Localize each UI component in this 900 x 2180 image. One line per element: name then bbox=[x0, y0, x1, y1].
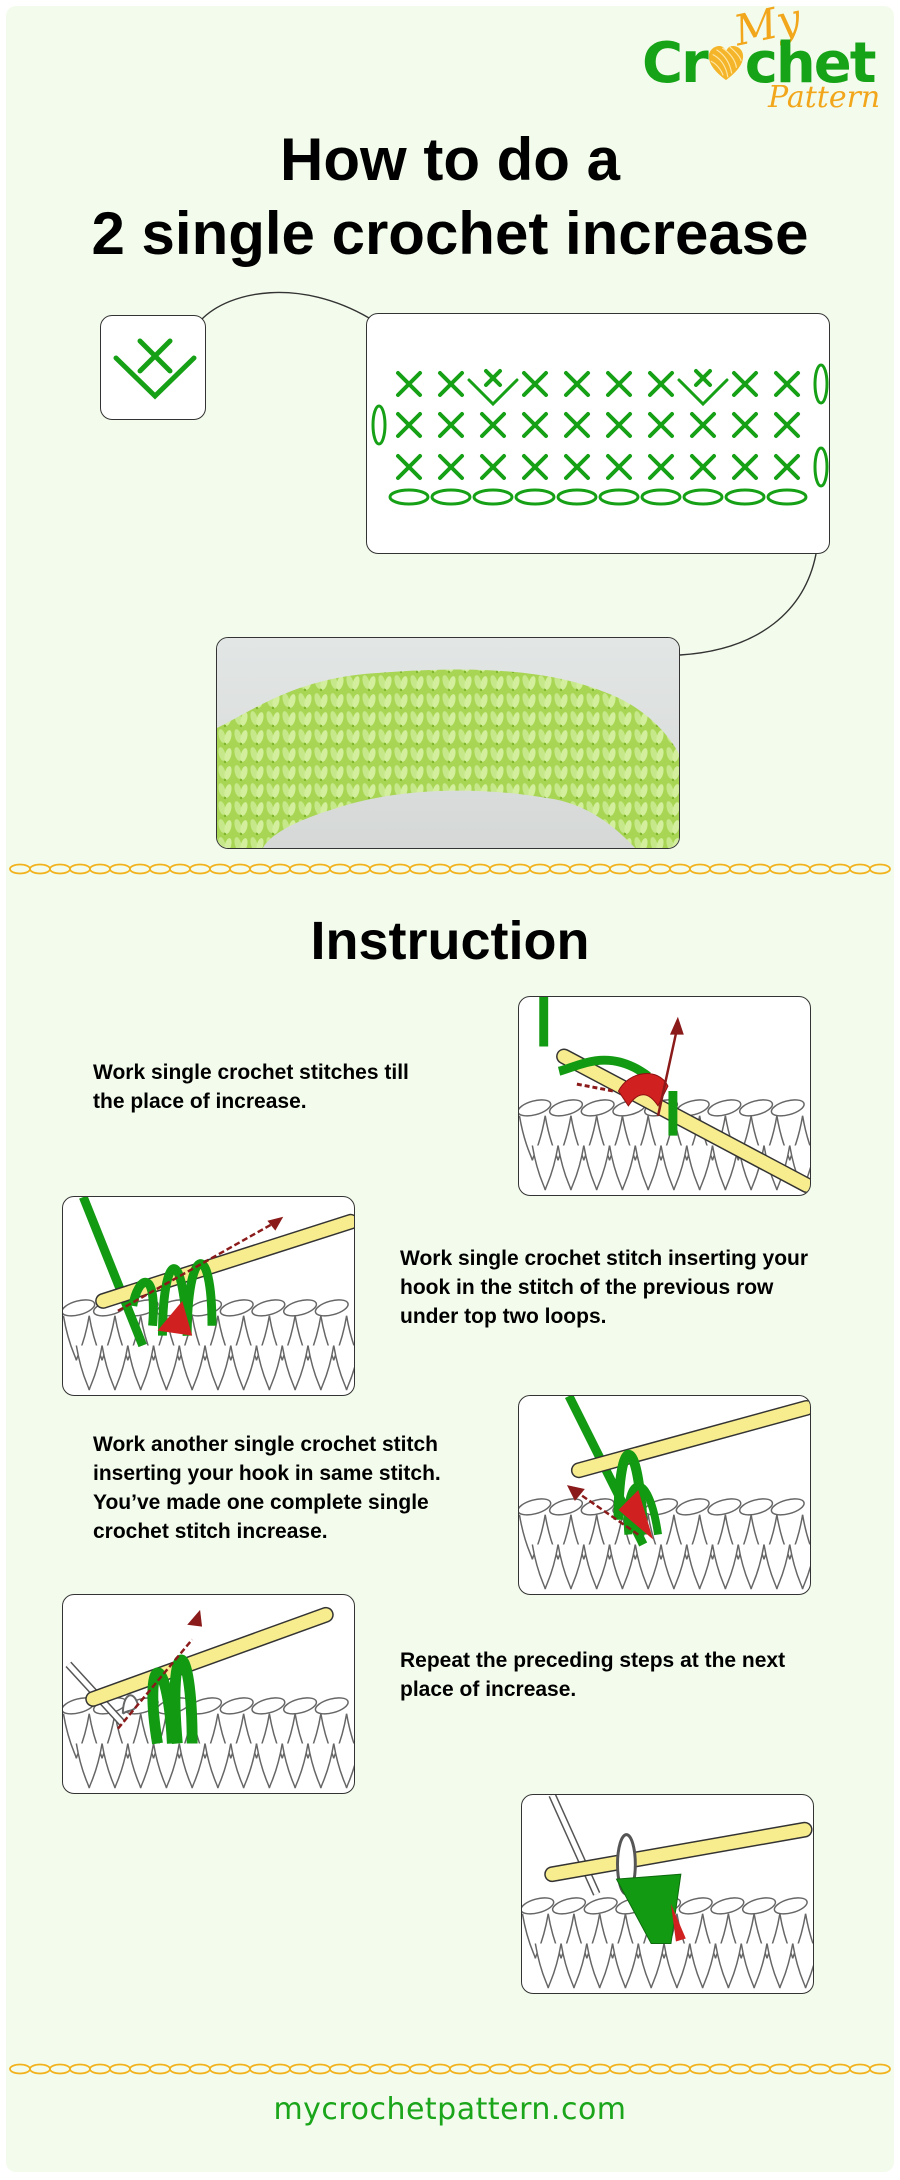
step-4-image bbox=[63, 1606, 354, 1789]
step-3-illustration bbox=[518, 1395, 811, 1595]
yarn-heart-icon bbox=[708, 45, 743, 81]
stitch-chart-box bbox=[366, 313, 830, 554]
step-2-image bbox=[63, 1197, 354, 1391]
stitch-chart bbox=[371, 363, 829, 506]
crochet-swatch-photo bbox=[216, 637, 680, 849]
step-4-illustration bbox=[62, 1594, 355, 1794]
chain-divider-bottom bbox=[9, 2063, 891, 2075]
chain-divider-top bbox=[9, 863, 891, 875]
step-1-text: Work single crochet stitches till the pl… bbox=[93, 1061, 409, 1113]
step-3-image bbox=[519, 1396, 810, 1590]
diagram-connectors bbox=[200, 291, 817, 656]
step-5-illustration bbox=[521, 1794, 814, 1994]
step-2-text: Work single crochet stitch inserting you… bbox=[400, 1247, 809, 1328]
site-logo[interactable]: My Cr chet Pattern bbox=[636, 0, 896, 124]
page-title-line-2: 2 single crochet increase bbox=[91, 200, 809, 267]
footer-website-link[interactable]: mycrochetpattern.com bbox=[273, 2092, 627, 2127]
step-3-text: Work another single crochet stitch inser… bbox=[93, 1433, 441, 1543]
step-1-image bbox=[519, 997, 810, 1194]
logo-pattern-text: Pattern bbox=[768, 80, 881, 115]
increase-symbol-box bbox=[100, 315, 206, 420]
step-2-illustration bbox=[62, 1196, 355, 1396]
logo-crochet-prefix: Cr bbox=[642, 31, 709, 96]
instruction-heading: Instruction bbox=[310, 911, 590, 971]
step-5-image bbox=[522, 1795, 813, 1989]
increase-symbol-icon bbox=[113, 338, 197, 400]
step-4-text: Repeat the preceding steps at the next p… bbox=[400, 1649, 786, 1701]
swatch-photo-image bbox=[217, 638, 679, 848]
page-title-line-1: How to do a bbox=[280, 126, 620, 193]
step-1-illustration bbox=[518, 996, 811, 1196]
logo-crochet-text: Cr chet bbox=[642, 31, 877, 96]
logo-crochet-suffix: chet bbox=[744, 31, 877, 96]
